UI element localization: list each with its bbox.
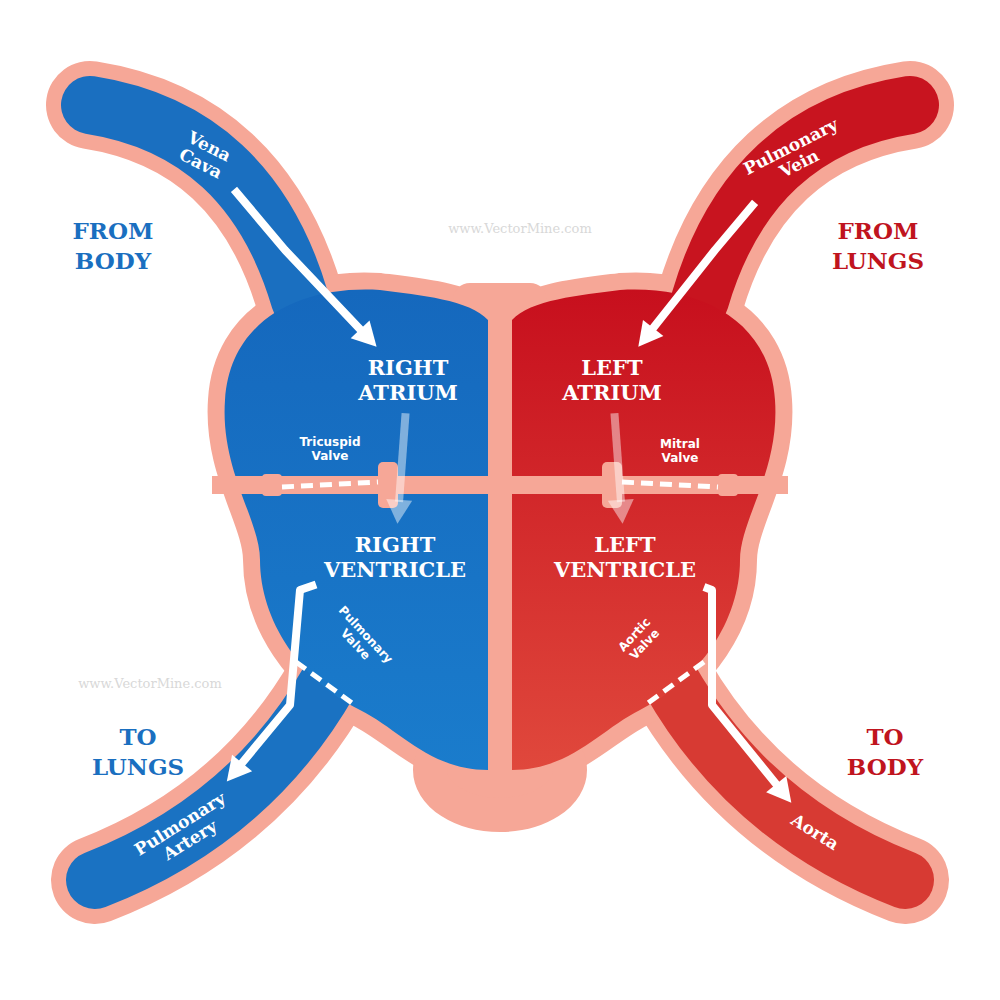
arrow-head [766, 776, 791, 803]
arrow-head [386, 499, 412, 524]
chamber-label: LEFT ATRIUM [560, 353, 664, 407]
watermark: www.VectorMine.com [78, 676, 222, 691]
valve-label: Aortic Valve [616, 616, 664, 664]
flow-direction-label: FROM LUNGS [832, 216, 924, 276]
flow-direction-label: TO LUNGS [92, 722, 184, 782]
chamber-label: LEFT VENTRICLE [552, 530, 698, 584]
arrow-head [227, 755, 252, 782]
node-text: LEFT ATRIUM [562, 355, 662, 405]
vessel-outlines [90, 105, 910, 880]
arrow-shaft [234, 189, 362, 330]
chamber-label: RIGHT ATRIUM [356, 353, 460, 407]
flow-arrow [704, 587, 791, 803]
arrow-head [351, 320, 377, 346]
watermark: www.VectorMine.com [448, 221, 592, 236]
flow-direction-label-text: TO BODY [847, 722, 923, 782]
vessel-lumens [90, 105, 910, 880]
valve-label: Tricuspid Valve [300, 436, 361, 464]
node-text: Vena Cava [176, 128, 234, 182]
arrow-head [608, 499, 634, 524]
flow-arrow [234, 189, 377, 346]
flow-arrow [386, 413, 412, 524]
right-heart-chambers [225, 290, 488, 770]
watermark-text: www.VectorMine.com [78, 676, 222, 691]
flow-direction-label: TO BODY [847, 722, 923, 782]
arrow-shaft [704, 587, 778, 786]
arrow-shaft [399, 413, 406, 502]
flow-arrow [638, 202, 755, 346]
septum [488, 300, 512, 770]
arrow-shaft [652, 202, 755, 329]
valve-label-text: Pulmonary Valve [325, 604, 395, 676]
node-text: Aorta [788, 810, 842, 854]
arrow-shaft [241, 584, 316, 764]
valve-leaflets [282, 482, 718, 706]
vessel-label: Pulmonary Artery [130, 787, 240, 876]
node-text: Pulmonary Artery [131, 789, 238, 875]
valve-label-text: Tricuspid Valve [300, 436, 361, 464]
node-text: RIGHT ATRIUM [358, 355, 458, 405]
arrow-head [638, 320, 663, 347]
vessel-label: Aorta [786, 809, 843, 855]
valve-label-text: Mitral Valve [660, 438, 700, 466]
vessel-label: Pulmonary Vein [739, 114, 851, 197]
valve-label: Pulmonary Valve [325, 604, 395, 676]
node-text: RIGHT VENTRICLE [324, 532, 466, 582]
flow-direction-label-text: FROM LUNGS [832, 216, 924, 276]
node-text: Pulmonary Vein [741, 115, 850, 195]
valve-label-text: Aortic Valve [616, 616, 664, 664]
flow-direction-label-text: TO LUNGS [92, 722, 184, 782]
flow-arrow [227, 584, 316, 781]
valve-label: Mitral Valve [660, 438, 700, 466]
watermark-text: www.VectorMine.com [448, 221, 592, 236]
valve-posts [262, 462, 738, 508]
chamber-label: RIGHT VENTRICLE [322, 530, 468, 584]
flow-arrow [608, 413, 634, 524]
arrow-shaft [614, 413, 621, 502]
left-heart-chambers [512, 290, 775, 770]
flow-direction-label-text: FROM BODY [73, 216, 154, 276]
flow-direction-label: FROM BODY [73, 216, 154, 276]
node-text: LEFT VENTRICLE [554, 532, 696, 582]
vessel-label: Vena Cava [175, 127, 235, 184]
